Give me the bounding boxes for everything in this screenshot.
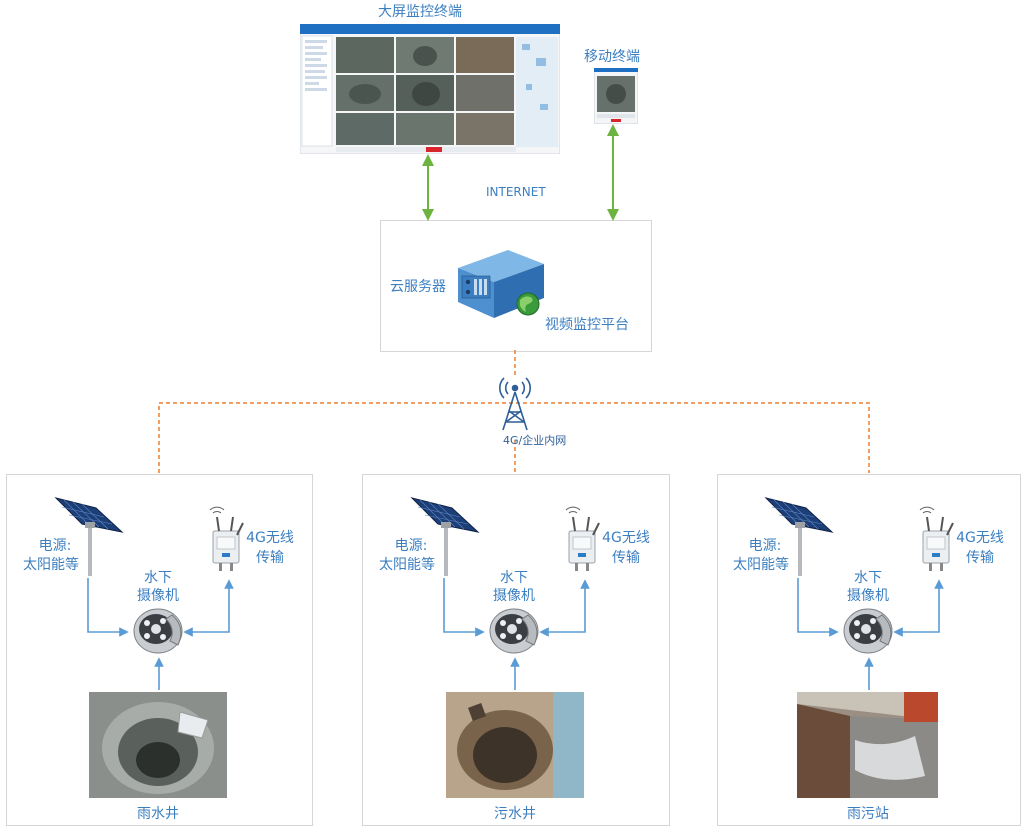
power-label: 电源: [394,538,428,554]
site-name: 雨水井 [137,806,179,822]
camera-label: 水下 [144,570,172,586]
solar-panel-icon [411,497,479,577]
underwater-camera-icon [133,608,183,654]
power-label-2: 太阳能等 [23,557,79,573]
wireless-label-2: 传输 [966,550,994,566]
power-label-2: 太阳能等 [379,557,435,573]
solar-panel-icon [55,497,123,577]
wireless-module-icon [565,506,600,572]
internet-label: INTERNET [486,185,546,199]
tower-label: 4G/企业内网 [503,434,567,447]
wireless-label: 4G无线 [956,530,1004,546]
cell-tower-icon [499,377,531,431]
wireless-module-icon [919,506,954,572]
wireless-module-icon [209,506,244,572]
video-platform-label: 视频监控平台 [545,317,629,333]
camera-label-2: 摄像机 [847,588,889,604]
wireless-label-2: 传输 [256,550,284,566]
camera-label-2: 摄像机 [493,588,535,604]
underwater-camera-icon [489,608,539,654]
wireless-label: 4G无线 [246,530,294,546]
site-name: 污水井 [494,806,536,822]
big-screen-label: 大屏监控终端 [378,4,462,20]
camera-label: 水下 [500,570,528,586]
cloud-server-label: 云服务器 [390,279,446,295]
big-screen-monitor-image [299,23,561,155]
camera-label: 水下 [854,570,882,586]
dash-bus [158,402,870,473]
power-label-2: 太阳能等 [733,557,789,573]
site-name: 雨污站 [847,806,889,822]
wireless-label: 4G无线 [602,530,650,546]
camera-label-2: 摄像机 [137,588,179,604]
power-label: 电源: [748,538,782,554]
wireless-label-2: 传输 [612,550,640,566]
site-photo [797,692,938,798]
underwater-camera-icon [843,608,893,654]
server-icon [452,246,548,322]
power-label: 电源: [38,538,72,554]
solar-panel-icon [765,497,833,577]
mobile-terminal-label: 移动终端 [584,49,640,65]
site-photo [89,692,227,798]
mobile-terminal-image [593,67,639,125]
site-photo [446,692,584,798]
